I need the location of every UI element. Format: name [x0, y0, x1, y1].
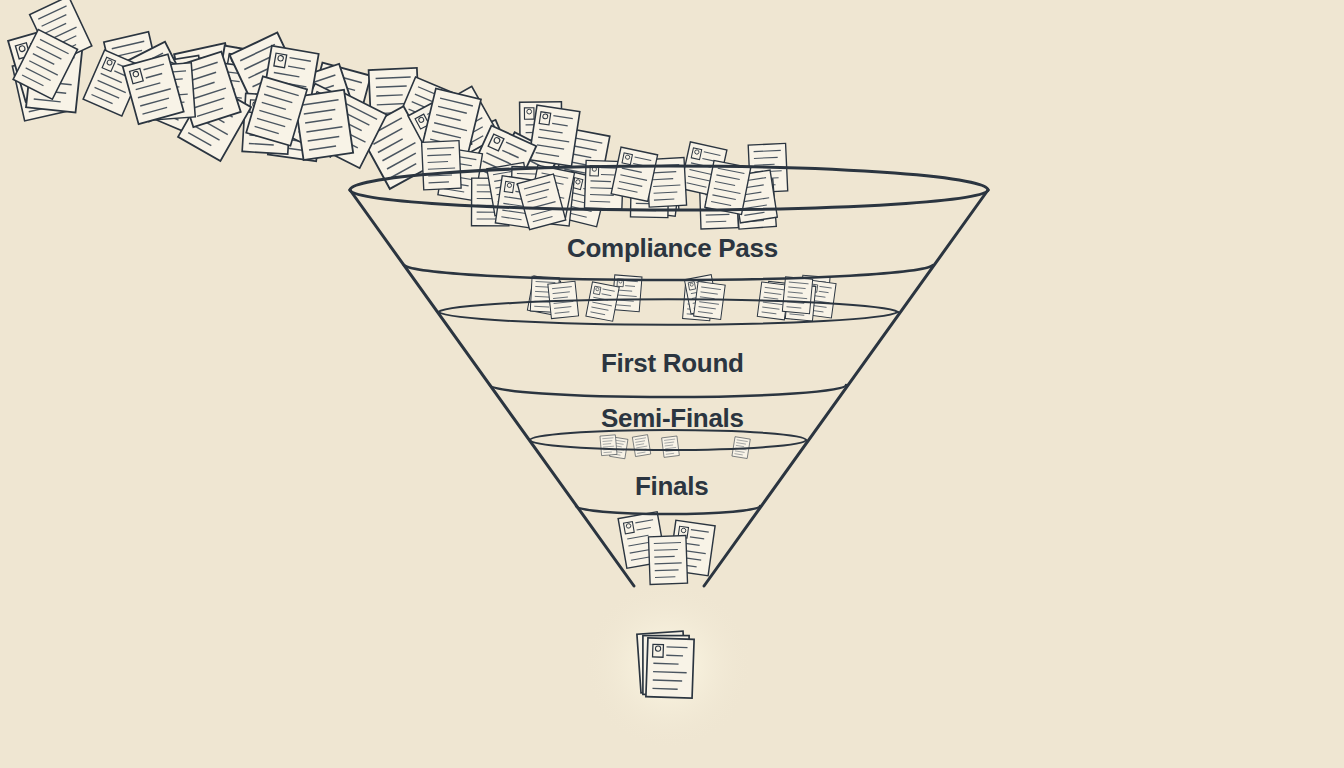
stage-label: First Round — [601, 348, 744, 379]
resume-sheet — [517, 174, 565, 230]
funnel-band: Finals — [627, 469, 716, 504]
resume-sheet — [648, 536, 687, 585]
resume-sheet — [782, 277, 812, 314]
stage-label: Semi-Finals — [601, 403, 744, 434]
resume-sheet — [13, 30, 77, 100]
resume-sheet — [586, 282, 619, 321]
funnel-outline — [350, 166, 988, 586]
resume-sheet — [123, 54, 184, 124]
resume-sheet — [600, 435, 617, 456]
resume-sheet — [705, 161, 751, 215]
stage-label: Compliance Pass — [567, 233, 778, 264]
resume-sheet — [529, 105, 580, 166]
resume-sheet — [632, 435, 650, 457]
resume-sheet — [662, 436, 680, 457]
output-glow — [583, 580, 753, 750]
funnel-band: First Round — [593, 346, 752, 381]
resume-sheet — [611, 147, 657, 201]
funnel-band: Compliance Pass — [559, 231, 786, 266]
resume-sheet — [422, 141, 462, 190]
resume-sheet — [646, 638, 694, 698]
resume-sheet — [246, 76, 307, 145]
stage-label: Finals — [635, 471, 708, 502]
paper-stack — [637, 631, 694, 698]
funnel-band: Semi-Finals — [593, 401, 752, 436]
